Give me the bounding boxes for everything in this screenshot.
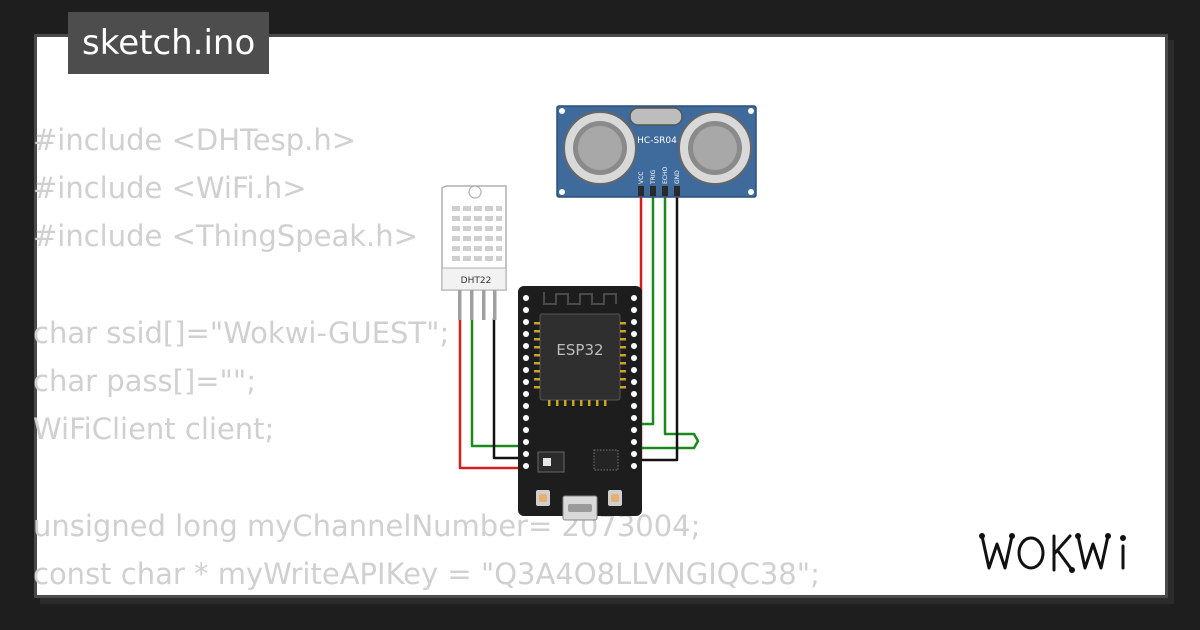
code-line: #include <DHTesp.h> <box>33 123 357 157</box>
code-line: char pass[]=""; <box>33 363 257 398</box>
module-castellations <box>534 322 626 406</box>
code-line: #include <ThingSpeak.h> <box>33 219 418 254</box>
dht22-pins <box>458 290 497 320</box>
dht22-vent-grid <box>452 206 502 261</box>
esp32-board[interactable]: ESP32 <box>518 286 642 521</box>
ultrasonic-pin-labels: VCC TRIG ECHO GND <box>638 167 681 185</box>
wokwi-logo <box>979 533 1126 573</box>
wire-dht-gnd[interactable] <box>492 318 526 460</box>
wires <box>458 196 700 470</box>
esp32-model-label: ESP32 <box>556 341 603 359</box>
pin-label-vcc: VCC <box>638 172 645 184</box>
wire-ultrasonic-trig[interactable] <box>637 196 655 426</box>
ultrasonic-model-label: HC-SR04 <box>637 136 677 146</box>
wire-dht-vcc[interactable] <box>458 318 526 470</box>
code-line: #include <WiFi.h> <box>33 171 307 206</box>
pin-label-trig: TRIG <box>650 169 657 185</box>
esp32-left-pins <box>523 295 529 469</box>
code-line: char ssid[]="Wokwi-GUEST"; <box>33 315 450 350</box>
dht22-model-label: DHT22 <box>461 276 492 286</box>
wire-ultrasonic-gnd[interactable] <box>637 196 679 462</box>
file-tab[interactable]: sketch.ino <box>68 12 270 74</box>
dht22-sensor[interactable]: DHT22 <box>441 185 507 320</box>
code-editor: #include <DHTesp.h> #include <WiFi.h> #inc… <box>33 116 820 598</box>
file-tab-label: sketch.ino <box>82 23 256 63</box>
code-line: const char * myWriteAPIKey = "Q3A4O8LLVN… <box>33 556 820 591</box>
code-line: WiFiClient client; <box>33 412 275 447</box>
ultrasonic-sensor[interactable]: HC-SR04 VCC TRIG ECHO GND <box>556 105 757 198</box>
esp32-right-pins <box>631 295 637 469</box>
wire-ultrasonic-echo[interactable] <box>637 196 700 450</box>
pin-label-gnd: GND <box>674 170 681 184</box>
ultrasonic-pins <box>638 186 680 196</box>
pin-label-echo: ECHO <box>662 167 669 184</box>
